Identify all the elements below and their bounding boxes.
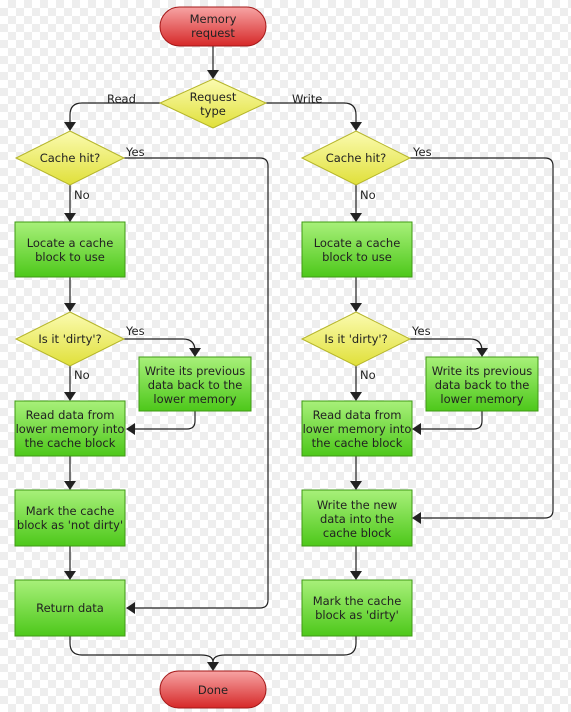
decision-write-cache-hit: Cache hit? [300,130,412,186]
svg-text:Done: Done [198,683,228,697]
process-read-data: Read data from lower memory into the cac… [14,400,126,457]
arrowhead [350,392,362,401]
label-write: Write [292,92,322,106]
arrowhead [350,213,362,222]
arrowhead [350,122,362,131]
label-read-hit-yes: Yes [125,145,145,159]
arrowhead [412,512,421,524]
svg-text:Locate a cache: Locate a cache [314,236,401,250]
terminal-memory-request: Memory request [159,6,267,47]
arrowhead [350,481,362,490]
arrowhead [207,70,219,79]
connector-read-hit-yes [124,157,269,609]
svg-text:Read data from: Read data from [26,408,115,422]
arrowhead [412,423,421,435]
svg-text:cache block: cache block [323,526,392,540]
svg-text:data back to the: data back to the [148,378,243,392]
arrowhead [64,122,76,131]
svg-text:Is it 'dirty'?: Is it 'dirty'? [324,332,387,346]
connector-write-branch [266,102,357,122]
process-read-locate: Locate a cache block to use [14,221,126,278]
svg-text:type: type [200,104,226,118]
svg-text:Locate a cache: Locate a cache [27,236,114,250]
svg-text:lower memory into: lower memory into [303,422,412,436]
svg-text:Request: Request [190,90,237,104]
arrowhead [189,348,201,357]
svg-text:the cache block: the cache block [312,436,403,450]
connector-read-writeback-to-read [135,411,196,430]
arrowhead [350,571,362,580]
svg-text:Write the new: Write the new [317,498,397,512]
svg-text:lower memory into: lower memory into [16,422,125,436]
svg-text:block to use: block to use [35,250,105,264]
label-read-dirty-yes: Yes [125,324,145,338]
svg-text:the cache block: the cache block [25,436,116,450]
svg-text:lower memory: lower memory [153,392,236,406]
process-write-read-data: Read data from lower memory into the cac… [301,400,413,457]
decision-write-dirty: Is it 'dirty'? [300,311,412,367]
label-read: Read [107,92,136,106]
arrowhead [64,213,76,222]
connector-write-hit-yes [410,157,554,519]
svg-text:Mark the cache: Mark the cache [313,594,402,608]
svg-text:Return data: Return data [36,601,104,615]
svg-text:data into the: data into the [320,512,394,526]
connector-write-dirty-yes [410,338,483,352]
arrowhead [126,423,135,435]
arrowhead [64,303,76,312]
label-write-hit-no: No [360,188,376,202]
process-write-new-data: Write the new data into the cache block [301,489,413,547]
decision-request-type: Request type [158,78,268,129]
svg-text:Cache hit?: Cache hit? [40,151,101,165]
arrowhead [64,571,76,580]
arrowhead [350,303,362,312]
connector-return-to-done [69,636,214,663]
process-return-data: Return data [14,579,126,637]
decision-read-cache-hit: Cache hit? [14,130,126,186]
process-write-mark: Mark the cache block as 'dirty' [301,579,413,637]
edge-labels: Read Write Yes No Yes No Yes No Yes No [74,92,432,382]
terminal-done: Done [159,670,267,709]
label-read-hit-no: No [74,188,90,202]
arrowhead [126,602,135,614]
connectors [64,46,554,671]
svg-text:Mark the cache: Mark the cache [26,504,115,518]
label-read-dirty-no: No [74,368,90,382]
svg-text:block as 'not dirty': block as 'not dirty' [17,518,123,532]
decision-read-dirty: Is it 'dirty'? [14,311,126,367]
label-write-dirty-no: No [360,368,376,382]
svg-text:lower memory: lower memory [440,392,523,406]
svg-text:Write its previous: Write its previous [432,364,533,378]
process-write-writeback: Write its previous data back to the lowe… [425,356,539,412]
arrowhead [207,662,219,671]
process-write-locate: Locate a cache block to use [301,221,413,278]
svg-text:Write its previous: Write its previous [145,364,246,378]
label-write-dirty-yes: Yes [411,324,431,338]
svg-text:Read data from: Read data from [313,408,402,422]
connector-write-writeback-to-read [421,411,483,430]
svg-text:Is it 'dirty'?: Is it 'dirty'? [38,332,101,346]
arrowhead [64,392,76,401]
connector-write-mark-to-done [212,636,357,663]
svg-text:block to use: block to use [322,250,392,264]
svg-text:data back to the: data back to the [435,378,530,392]
svg-text:block as 'dirty': block as 'dirty' [315,608,399,622]
process-read-writeback: Write its previous data back to the lowe… [138,356,252,412]
svg-text:request: request [191,26,235,40]
arrowhead [64,481,76,490]
svg-text:Cache hit?: Cache hit? [326,151,387,165]
process-read-mark: Mark the cache block as 'not dirty' [14,489,126,547]
connector-read-dirty-yes [124,338,196,352]
connector-read-branch [69,102,160,122]
label-write-hit-yes: Yes [412,145,432,159]
svg-text:Memory: Memory [190,12,237,26]
arrowhead [476,348,488,357]
